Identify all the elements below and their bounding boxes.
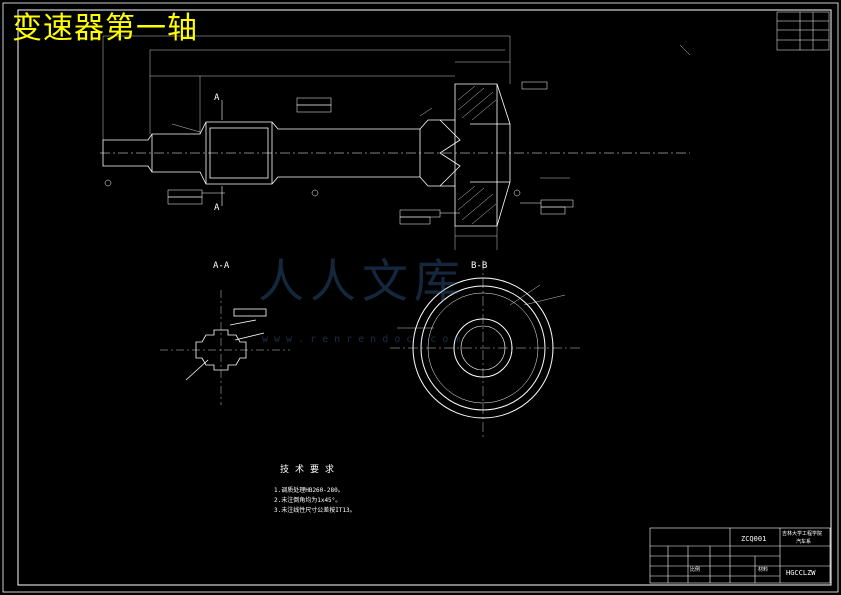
title-block: [649, 527, 831, 584]
revision-table: [776, 11, 830, 51]
cut-mark-top: A: [214, 93, 220, 103]
datum-symbols: [104, 179, 521, 197]
school-name: 吉林大学工程学院: [782, 531, 823, 537]
section-a-label: A-A: [213, 261, 230, 271]
tech-requirement-3: 3.未注线性尺寸公差按IT13。: [274, 507, 356, 514]
part-code: ZCQ001: [741, 535, 767, 543]
school-department: 汽车系: [796, 539, 812, 545]
section-a-a-view: [160, 290, 290, 405]
cut-mark-bottom: A: [214, 203, 220, 213]
drawing-code: HGCCLZW: [786, 569, 816, 577]
dimension-lines: [102, 35, 691, 250]
gear-hatch: [457, 85, 497, 225]
shaft-outline: [102, 83, 498, 227]
tech-requirement-2: 2.未注倒角均为1x45°。: [274, 497, 342, 504]
watermark-url: www.renrendoc.com: [262, 334, 467, 345]
spline-zone: [209, 127, 269, 179]
tolerance-frames: [167, 81, 574, 225]
spline-profile: [195, 329, 247, 371]
shaft-front-view: [100, 83, 690, 227]
watermark-text: 人人文库: [258, 254, 466, 308]
tech-requirement-1: 1.调质处理HB260-280。: [274, 487, 344, 494]
inner-frame: [17, 9, 832, 586]
tech-requirements-heading: 技术要求: [280, 465, 341, 475]
material-label: 材料: [758, 567, 769, 573]
section-b-label: B-B: [471, 261, 488, 271]
drawing-title: 变速器第一轴: [12, 11, 198, 46]
scale-label: 比例: [690, 567, 701, 573]
section-b-b-view: [390, 260, 580, 440]
